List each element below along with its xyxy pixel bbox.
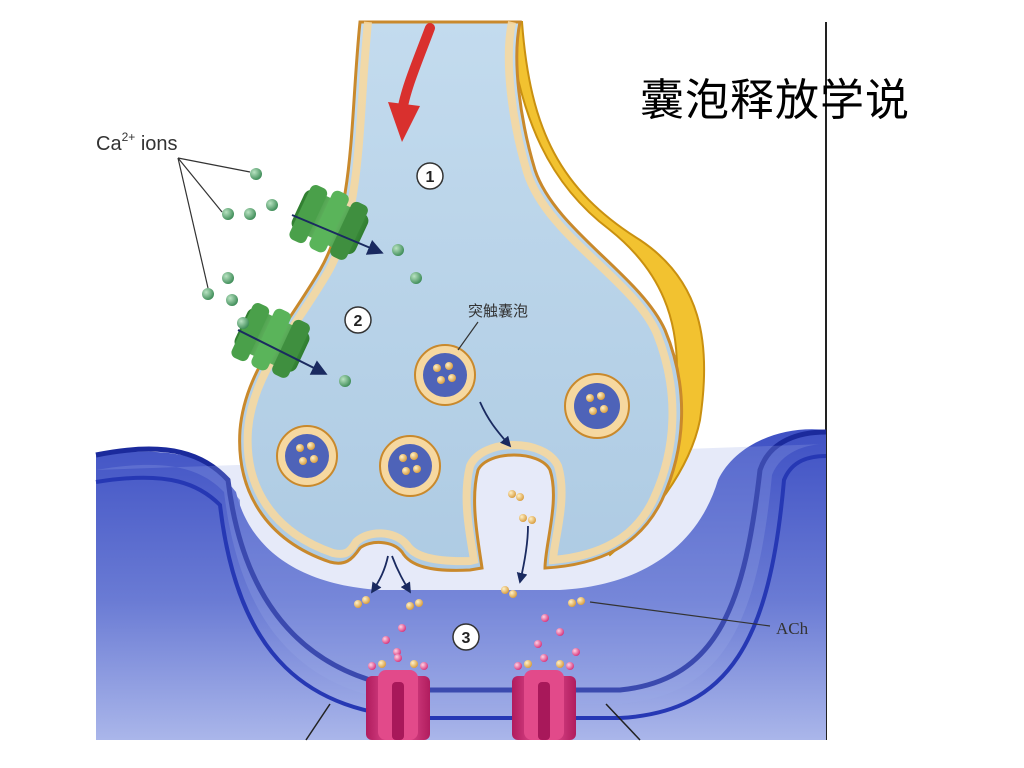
- calcium-label-leaders: [177, 157, 251, 289]
- synaptic-vesicle: [379, 435, 441, 497]
- ach-label-leader: [589, 601, 771, 627]
- synaptic-vesicle-label: 突触囊泡: [468, 303, 528, 320]
- ion-flow-arrow: [291, 214, 384, 255]
- ach-receptor-right: [512, 654, 576, 740]
- synaptic-vesicles: [276, 344, 630, 524]
- release-arrows: [371, 401, 529, 594]
- synaptic-vesicle: [414, 344, 476, 406]
- receptor-leader-left: [305, 703, 331, 741]
- step-marker-2: 2: [344, 306, 372, 334]
- svg-text:2: 2: [354, 313, 363, 330]
- step-marker-1: 1: [416, 162, 444, 190]
- synaptic-vesicle: [564, 373, 630, 439]
- synaptic-vesicle: [276, 425, 338, 487]
- step-marker-3: 3: [452, 623, 480, 651]
- ach-receptor-left: [366, 654, 430, 740]
- svg-text:1: 1: [426, 169, 435, 186]
- svg-text:3: 3: [462, 630, 471, 647]
- receptor-leader-right: [605, 703, 641, 741]
- released-acetylcholine: [354, 586, 585, 656]
- calcium-ions: [202, 168, 422, 387]
- action-potential-arrow: [388, 23, 435, 142]
- presynaptic-terminal: [238, 20, 684, 572]
- slide-title: 囊泡释放学说: [640, 75, 910, 126]
- ion-flow-arrow: [237, 329, 328, 375]
- vesicle-label-leader: [457, 321, 479, 351]
- ach-label: ACh: [776, 619, 809, 638]
- calcium-ions-label: Ca2+ ions: [96, 130, 178, 155]
